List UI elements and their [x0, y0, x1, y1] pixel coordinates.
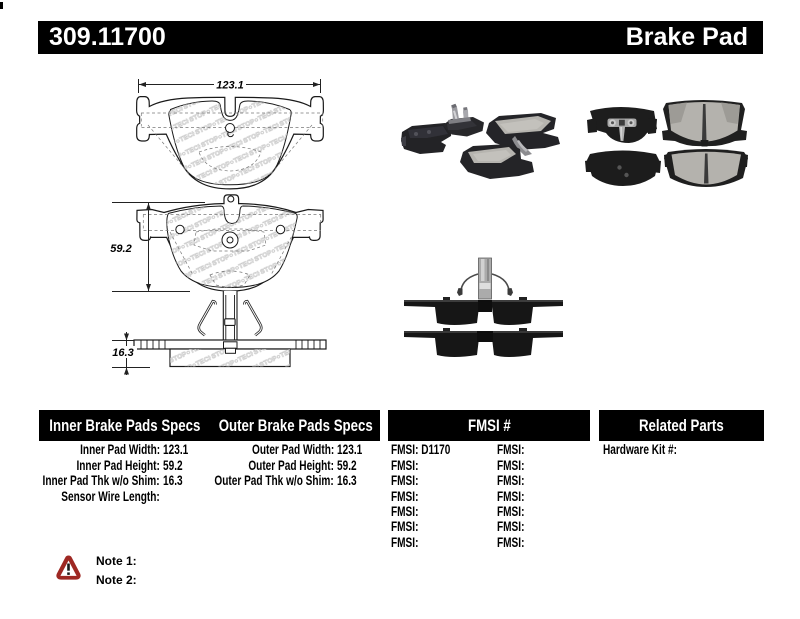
- svg-text:16.3: 16.3: [112, 347, 133, 359]
- svg-text:123.1: 123.1: [216, 80, 244, 92]
- svg-text:59.2: 59.2: [110, 243, 131, 255]
